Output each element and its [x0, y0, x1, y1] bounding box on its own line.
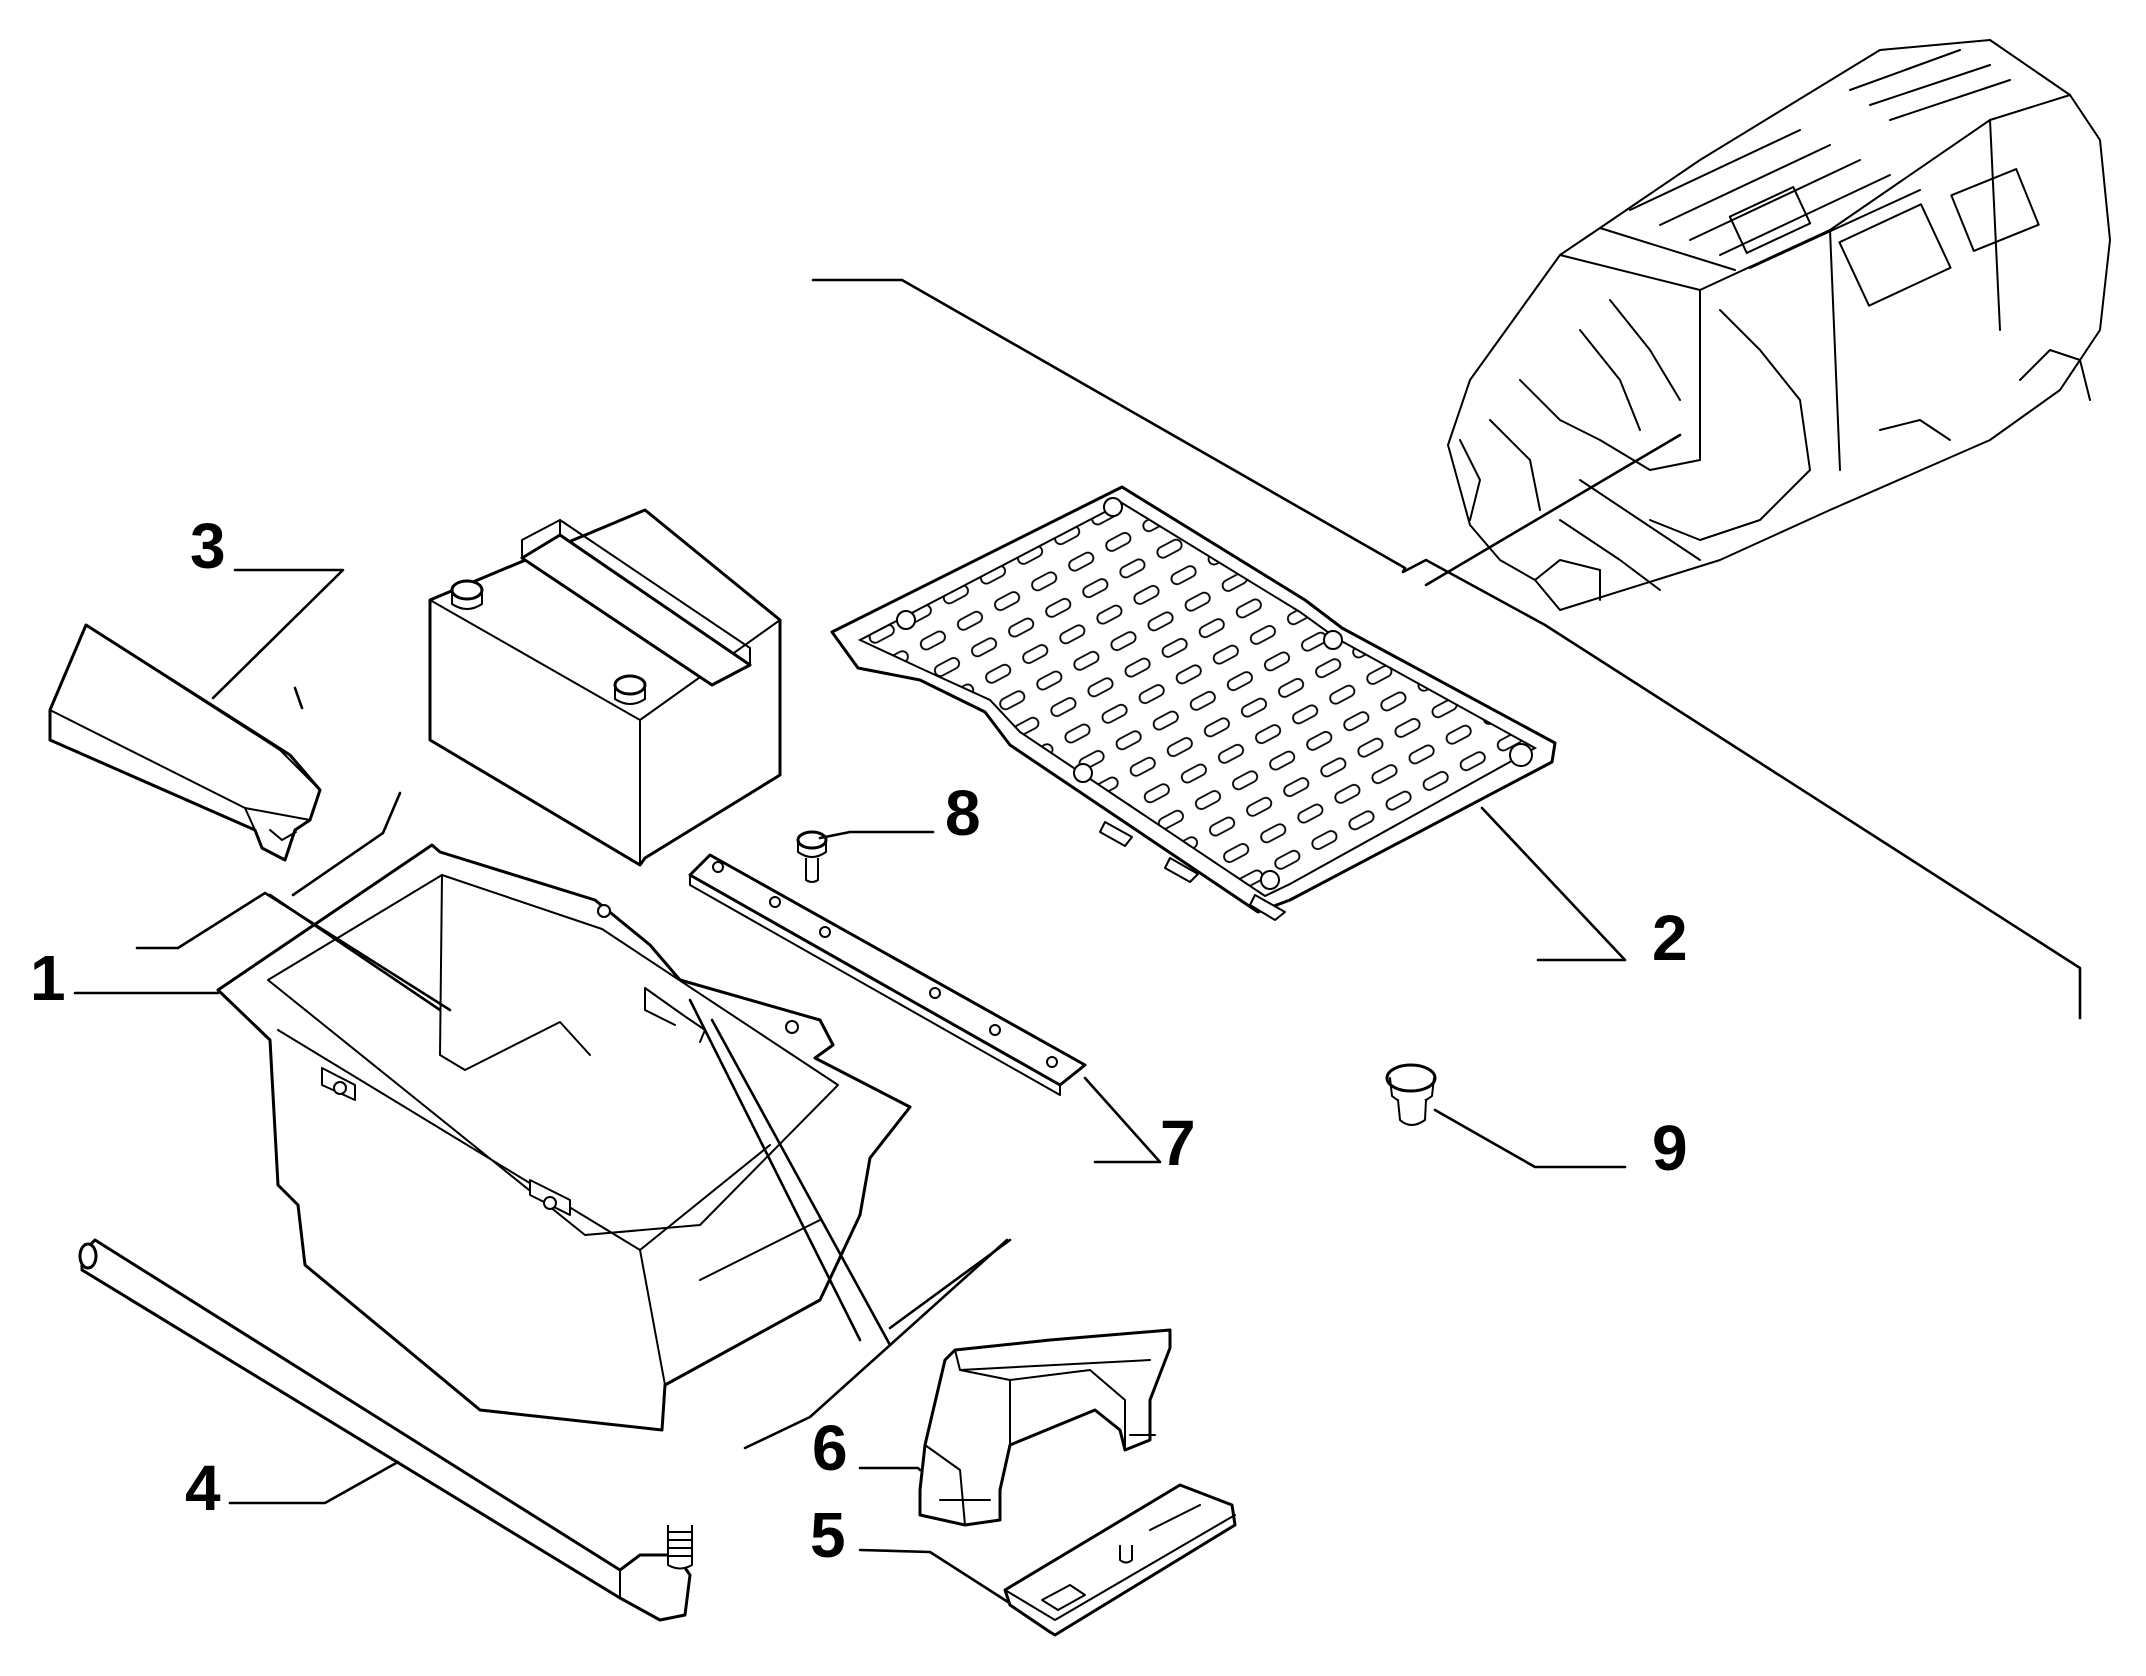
- callout-1: 1: [30, 942, 66, 1014]
- callout-7: 7: [1160, 1107, 1196, 1179]
- leader-lines: [73, 568, 1627, 1604]
- callout-9: 9: [1652, 1112, 1688, 1184]
- rod-part: [78, 1238, 693, 1622]
- callout-2: 2: [1652, 902, 1688, 974]
- callout-6: 6: [812, 1412, 848, 1484]
- clip-part: [1385, 1063, 1437, 1126]
- callout-8: 8: [945, 777, 981, 849]
- screw-part: [796, 830, 828, 883]
- callout-5: 5: [810, 1499, 846, 1571]
- callout-labels: 1 2 3 4 5 6 7 8 9: [30, 510, 1688, 1571]
- vehicle-overview-illustration: [1447, 39, 2111, 611]
- battery-tray-part: [216, 843, 912, 1432]
- group-bracket-lines: [135, 278, 2082, 1450]
- securing-strap-part: [688, 853, 1087, 1096]
- bracket-part: [918, 1328, 1172, 1527]
- callout-4: 4: [185, 1452, 221, 1524]
- floor-mat-part: [830, 485, 1557, 921]
- callout-3: 3: [190, 510, 226, 582]
- base-plate-part: [1003, 1483, 1237, 1637]
- battery-part: [428, 508, 782, 867]
- battery-cover-part: [48, 623, 322, 862]
